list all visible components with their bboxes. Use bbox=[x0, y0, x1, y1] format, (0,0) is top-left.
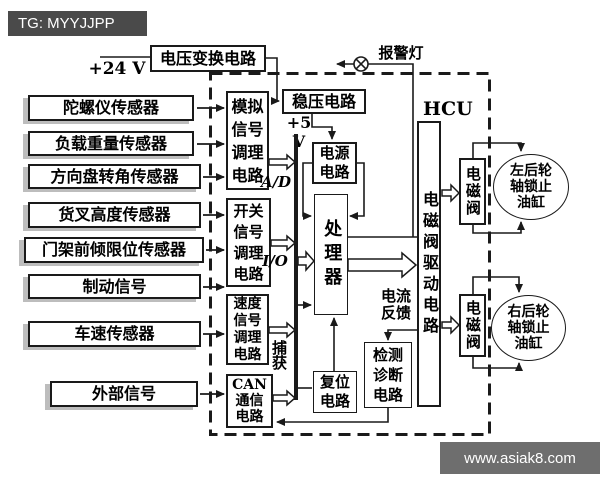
sensor-box-mast-tilt-limit: 门架前倾限位传感器 bbox=[24, 237, 204, 263]
block-solenoid-valve-1: 电磁阀 bbox=[459, 158, 486, 225]
block-voltage-converter: 电压变换电路 bbox=[150, 45, 266, 72]
actuator-cylinder-right: 右后轮 轴锁止 油缸 bbox=[491, 295, 566, 361]
sensor-box-load-weight: 负载重量传感器 bbox=[28, 131, 194, 156]
ad-bus-label: A/D bbox=[260, 173, 292, 191]
block-processor: 处理器 bbox=[314, 194, 348, 315]
actuator-cylinder-left: 左后轮 轴锁止 油缸 bbox=[493, 154, 569, 220]
site-tag-text: TG: MYYJJPP bbox=[18, 15, 115, 32]
sensor-box-fork-height: 货叉高度传感器 bbox=[28, 202, 201, 228]
bus-arrows bbox=[268, 153, 461, 407]
block-valve-driver: 电磁阀驱动电路 bbox=[417, 121, 441, 407]
site-watermark-banner: www.asiak8.com bbox=[440, 442, 600, 474]
supply-24v-label: +24 V bbox=[88, 59, 146, 79]
site-watermark-text: www.asiak8.com bbox=[464, 449, 576, 467]
block-switch-signal-conditioning: 开关 信号 调理 电路 bbox=[226, 198, 271, 287]
sensor-box-external-signal: 外部信号 bbox=[50, 381, 198, 407]
alarm-lamp-icon bbox=[353, 56, 369, 72]
current-feedback-label: 电流 反馈 bbox=[380, 287, 411, 322]
signal-wires bbox=[100, 56, 525, 426]
site-tag-banner: TG: MYYJJPP bbox=[8, 11, 147, 36]
block-reset-circuit: 复位 电路 bbox=[313, 371, 357, 413]
sensor-box-gyroscope: 陀螺仪传感器 bbox=[28, 95, 194, 121]
block-solenoid-valve-2: 电磁阀 bbox=[459, 294, 486, 357]
sensor-box-vehicle-speed: 车速传感器 bbox=[28, 321, 201, 347]
block-analog-signal-conditioning: 模拟 信号 调理 电路 bbox=[226, 91, 269, 190]
block-voltage-regulator: 稳压电路 bbox=[282, 89, 366, 114]
capture-bus-label: 捕获 bbox=[270, 340, 288, 370]
alarm-lamp-label: 报警灯 bbox=[378, 44, 424, 62]
sensor-signal-wires bbox=[197, 104, 225, 398]
sensor-box-steering-angle: 方向盘转角传感器 bbox=[28, 164, 201, 189]
block-can-communication: CAN 通信 电路 bbox=[226, 374, 273, 428]
hcu-label: HCU bbox=[423, 98, 473, 120]
block-power-supply: 电源 电路 bbox=[312, 142, 357, 184]
hcu-boundary bbox=[209, 72, 491, 436]
io-bus-label: I/O bbox=[262, 252, 288, 270]
sensor-box-brake-signal: 制动信号 bbox=[28, 274, 201, 299]
block-speed-signal-conditioning: 速度 信号 调理 电路 bbox=[226, 294, 269, 365]
block-detect-diagnose-circuit: 检测 诊断 电路 bbox=[364, 342, 412, 408]
